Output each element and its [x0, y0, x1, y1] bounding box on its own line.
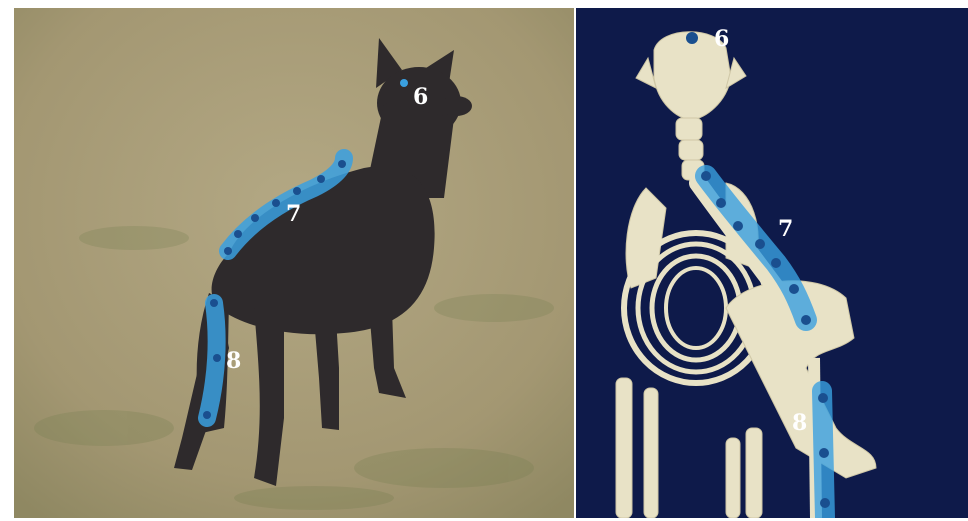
skeleton-label-6: 6	[714, 26, 729, 52]
label-6: 6	[413, 84, 428, 110]
skeleton-label-7: 7	[778, 216, 793, 242]
label-7: 7	[286, 201, 301, 227]
label-8: 8	[226, 348, 241, 374]
skeleton-render: 6 7 8	[576, 8, 968, 518]
skeleton-label-8: 8	[792, 410, 807, 436]
head-marker-6	[400, 79, 408, 87]
skeleton-panel: 6 7 8	[576, 8, 968, 518]
dog-photo-panel: 6 7 8	[14, 8, 574, 518]
dog-photo: 6 7 8	[14, 8, 574, 518]
head-marker-6-skeleton	[686, 32, 698, 44]
